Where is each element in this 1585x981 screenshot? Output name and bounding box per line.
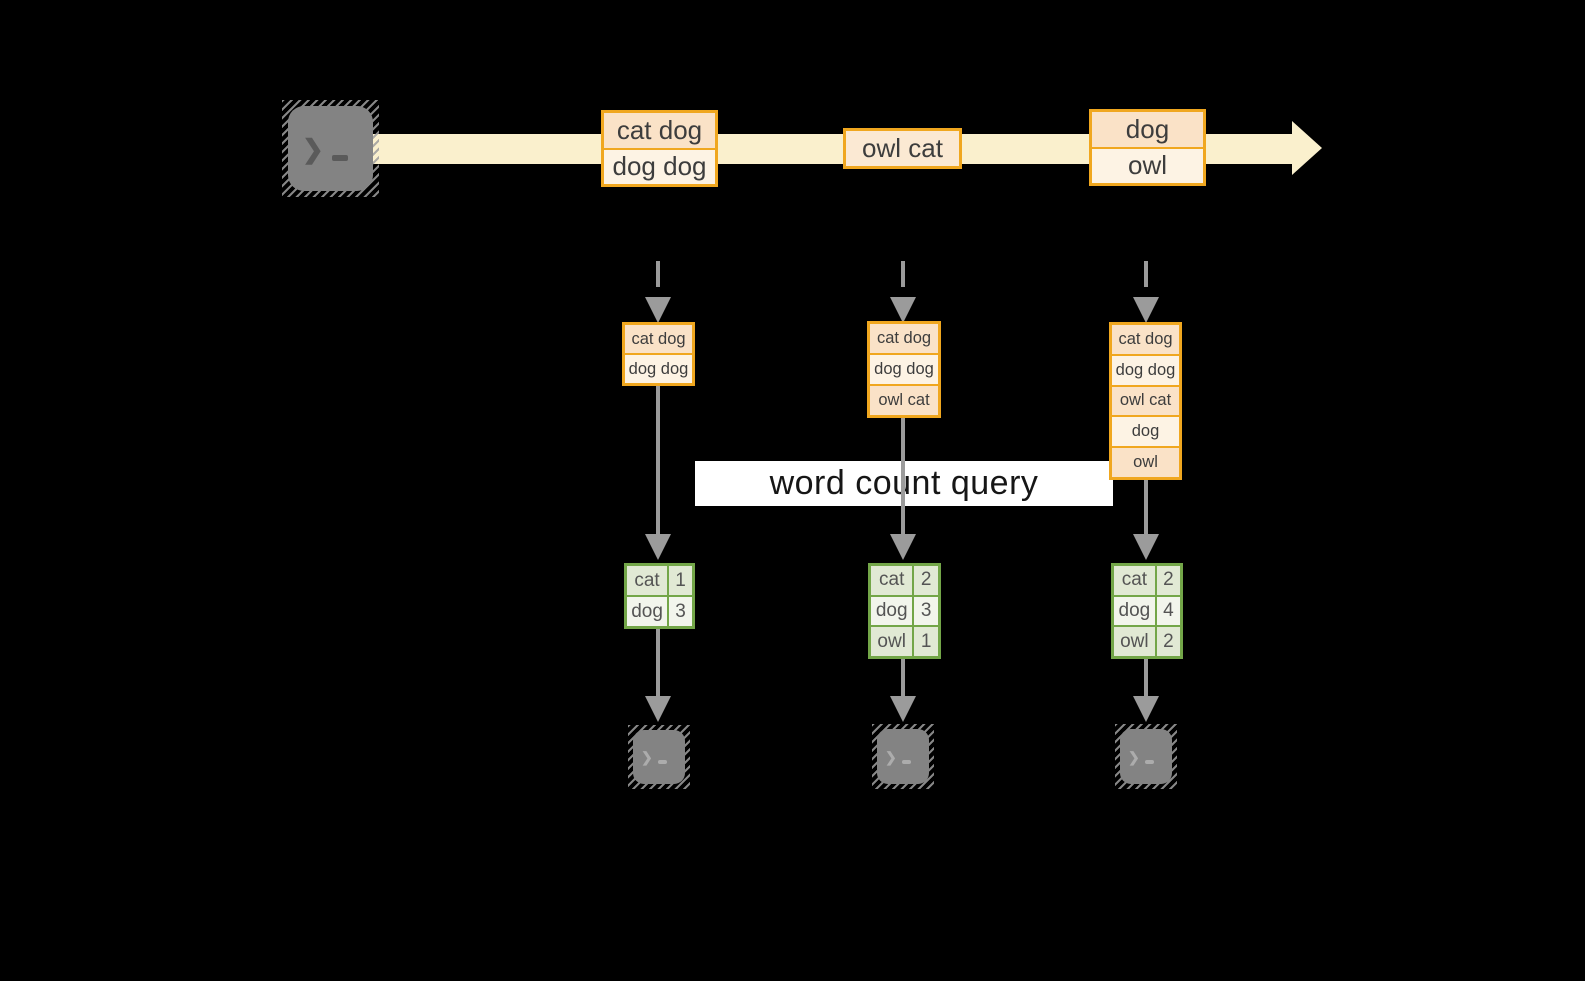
state-row: owl — [1112, 446, 1179, 477]
result-table-1: cat 1 dog 3 — [624, 563, 695, 629]
sink-arrow — [901, 659, 905, 698]
table-row: cat 2 — [1114, 566, 1180, 595]
ingest-arrow — [1144, 261, 1148, 298]
query-arrow — [1144, 479, 1148, 536]
sink-arrowhead-icon — [1133, 696, 1159, 722]
query-arrowhead-icon — [890, 534, 916, 560]
state-row: dog dog — [625, 353, 692, 383]
count-cell: 1 — [914, 627, 938, 657]
count-cell: 2 — [1156, 566, 1180, 595]
terminal-prompt-icon: ❯ — [1120, 729, 1172, 784]
state-box-1: cat dog dog dog — [622, 322, 695, 386]
ingest-arrowhead-icon — [645, 297, 671, 323]
sink-arrowhead-icon — [890, 696, 916, 722]
ingest-arrowhead-icon — [1133, 297, 1159, 323]
source-terminal-icon: ❯ — [282, 100, 379, 197]
count-cell: 3 — [669, 597, 692, 626]
result-table-2: cat 2 dog 3 owl 1 — [868, 563, 941, 659]
table-row: owl 1 — [871, 627, 938, 657]
prompt-cursor-icon — [331, 154, 348, 161]
word-cell: cat — [627, 566, 668, 595]
prompt-chevron-icon: ❯ — [302, 133, 324, 164]
sink-terminal-icon: ❯ — [872, 724, 934, 789]
record-row: owl cat — [846, 131, 959, 166]
table-row: dog 3 — [627, 597, 692, 626]
count-cell: 4 — [1156, 596, 1180, 626]
query-arrowhead-icon — [1133, 534, 1159, 560]
stream-record-3: dog owl — [1089, 109, 1206, 186]
state-row: cat dog — [870, 324, 938, 353]
word-cell: cat — [1114, 566, 1155, 595]
sink-terminal-icon: ❯ — [628, 725, 690, 789]
record-row: dog — [1092, 112, 1203, 147]
prompt-chevron-icon: ❯ — [885, 748, 897, 765]
table-row: owl 2 — [1114, 627, 1180, 657]
record-row: cat dog — [604, 113, 715, 148]
word-cell: dog — [871, 596, 913, 626]
stream-arrowhead-icon — [1292, 121, 1322, 175]
query-arrowhead-icon — [645, 534, 671, 560]
query-arrow — [656, 386, 660, 536]
state-row: dog dog — [870, 353, 938, 384]
count-cell: 1 — [669, 566, 692, 595]
record-row: dog dog — [604, 147, 715, 184]
terminal-prompt-icon: ❯ — [877, 729, 929, 784]
state-row: cat dog — [625, 325, 692, 353]
prompt-cursor-icon — [657, 760, 667, 764]
word-cell: cat — [871, 566, 913, 595]
state-row: owl cat — [870, 384, 938, 415]
table-row: dog 4 — [1114, 596, 1180, 626]
state-row: cat dog — [1112, 325, 1179, 354]
word-cell: dog — [627, 597, 668, 626]
prompt-chevron-icon: ❯ — [1128, 748, 1140, 765]
query-arrow — [901, 417, 905, 536]
count-cell: 3 — [914, 596, 938, 626]
stream-record-2: owl cat — [843, 128, 962, 169]
word-cell: dog — [1114, 596, 1155, 626]
prompt-cursor-icon — [1144, 759, 1154, 764]
state-row: dog dog — [1112, 353, 1179, 385]
prompt-chevron-icon: ❯ — [641, 749, 653, 765]
stream-record-1: cat dog dog dog — [601, 110, 718, 187]
count-cell: 2 — [914, 566, 938, 595]
terminal-prompt-icon: ❯ — [633, 730, 685, 784]
table-row: cat 2 — [871, 566, 938, 595]
table-row: dog 3 — [871, 596, 938, 626]
word-cell: owl — [1114, 627, 1155, 657]
record-row: owl — [1092, 146, 1203, 183]
ingest-arrow — [656, 261, 660, 298]
ingest-arrow — [901, 261, 905, 298]
state-box-2: cat dog dog dog owl cat — [867, 321, 941, 418]
sink-arrowhead-icon — [645, 696, 671, 722]
prompt-cursor-icon — [901, 759, 911, 764]
sink-arrow — [1144, 659, 1148, 698]
terminal-prompt-icon: ❯ — [288, 106, 373, 191]
table-row: cat 1 — [627, 566, 692, 595]
state-row: owl cat — [1112, 384, 1179, 416]
word-cell: owl — [871, 627, 913, 657]
sink-arrow — [656, 629, 660, 698]
ingest-arrowhead-icon — [890, 297, 916, 323]
state-row: dog — [1112, 415, 1179, 447]
count-cell: 2 — [1156, 627, 1180, 657]
sink-terminal-icon: ❯ — [1115, 724, 1177, 789]
state-box-3: cat dog dog dog owl cat dog owl — [1109, 322, 1182, 480]
result-table-3: cat 2 dog 4 owl 2 — [1111, 563, 1183, 659]
